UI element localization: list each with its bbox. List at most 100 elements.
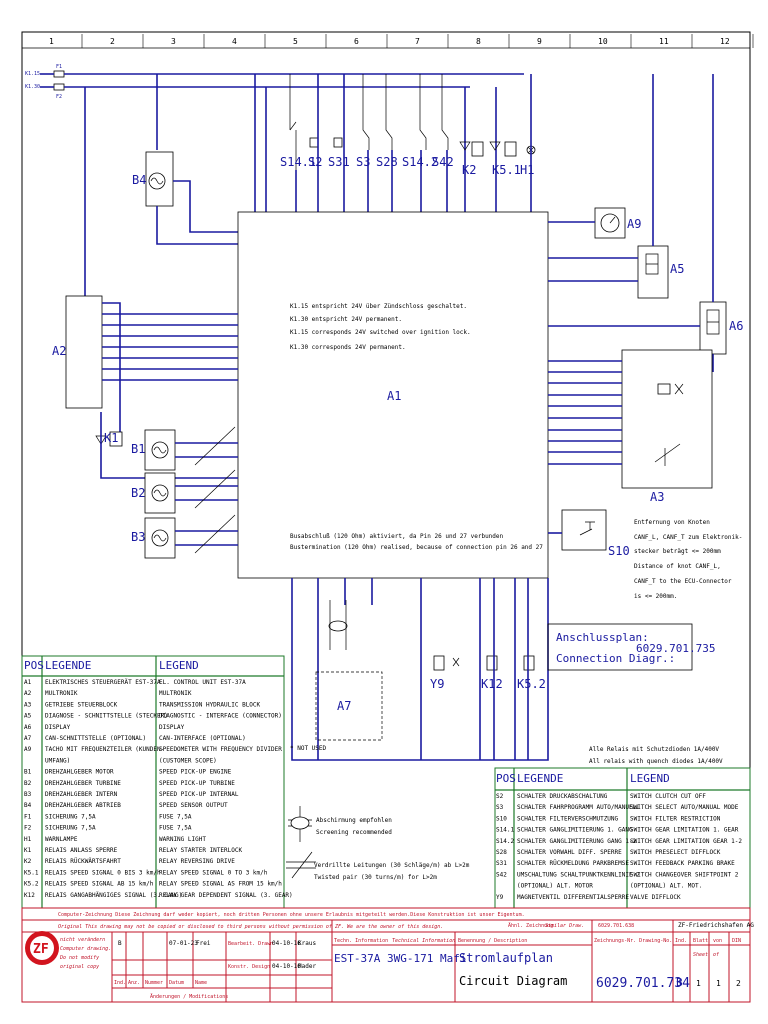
switch-s42-label: S42 [432, 155, 454, 169]
legend-de: SICHERUNG 7,5A [45, 825, 96, 832]
tb-red-5: Do not modify [59, 955, 99, 961]
valve-y9: Y9 [420, 578, 460, 760]
note-dist-de3: stecker beträgt <= 200mm [634, 548, 721, 555]
note-relays-de: Alle Relais mit Schutzdioden 1A/400V [589, 746, 719, 753]
legend-pos: S14.2 [496, 838, 514, 845]
legend-pos: A5 [24, 713, 32, 720]
legend-right-pos-header: POS [496, 772, 516, 785]
column-number: 2 [110, 37, 115, 46]
tb-rev-h-anz: Anz. [128, 980, 140, 986]
legend-de: SCHALTER GANGLIMITIERUNG 1. GANG [517, 827, 633, 834]
switch-group: S14.1 S2 S31 S3 S28 S14.2 [280, 74, 536, 212]
legend-en: RELAY STARTER INTERLOCK [159, 847, 242, 854]
column-number: 6 [354, 37, 359, 46]
rail-k130-label: K1.30 [25, 84, 40, 90]
legend-en: EL. CONTROL UNIT EST-37A [159, 679, 246, 686]
legend-pos: F2 [24, 825, 32, 832]
legend-pos: K5.1 [24, 869, 39, 876]
legend-left-de-header: LEGENDE [45, 659, 91, 672]
legend-de: RELAIS SPEED SIGNAL 0 BIS 3 km/h [45, 869, 161, 876]
legend-en: (CUSTOMER SCOPE) [159, 757, 217, 764]
fuse-f2-label: F2 [56, 94, 62, 100]
switch-s14-2-label: S14.2 [402, 155, 438, 169]
legend-pos: H1 [24, 836, 32, 843]
column-number: 10 [598, 37, 608, 46]
tb-of-no: 1 [716, 979, 721, 988]
legend-en: SPEEDOMETER WITH FREQUENCY DIVIDER [159, 746, 282, 753]
switch-s28: S28 [376, 74, 398, 212]
legend-pos: S14.1 [496, 827, 514, 834]
switch-s31: S31 [328, 74, 350, 212]
legend-de: GETRIEBE STEUERBLOCK [45, 701, 118, 708]
legend-en: RELAY REVERSING DRIVE [159, 858, 235, 865]
legend-en: SWITCH FILTER RESTRICTION [630, 815, 721, 822]
ecu-a1-box [237, 211, 549, 579]
legend-en: SPEED PICK-UP TURBINE [159, 780, 235, 787]
tb-similar: Similar Draw. [545, 923, 584, 929]
legend-right-de-header: LEGENDE [517, 772, 563, 785]
legend-en: SWITCH CLUTCH CUT OFF [630, 793, 706, 800]
k12-label: K12 [481, 677, 503, 691]
legend-en: VALVE DIFFLOCK [630, 894, 681, 901]
note-bus-de: Busabschluß (120 Ohm) aktiviert, da Pin … [290, 533, 504, 540]
tb-red-3: nicht verändern [60, 937, 105, 943]
legend-pos: S10 [496, 815, 507, 822]
legend-de: SCHALTER VORWAHL DIFF. SPERRE [517, 849, 622, 856]
legend-en: DIAGNOSTIC - INTERFACE (CONNECTOR) [159, 713, 282, 720]
a9-label: A9 [627, 217, 641, 231]
tb-red-1: Computer-Zeichnung Diese Zeichnung darf … [58, 912, 525, 918]
legend-pos: B1 [24, 769, 32, 776]
legend-de: SCHALTER GANGLIMITIERUNG GANG 1-2 [517, 838, 637, 845]
tb-product: EST-37A 3WG-171 Mafi [334, 952, 466, 965]
a3-label: A3 [650, 490, 664, 504]
filter-switch-s10: S10 [548, 509, 630, 558]
tb-benennung: Benennung / Description [458, 938, 527, 944]
legend-de: CAN-SCHNITTSTELLE (OPTIONAL) [45, 735, 146, 742]
relay-k1: K1 [95, 412, 238, 479]
display-a6: A6 [548, 74, 743, 372]
tb-red-4: Computer drawing. [60, 946, 111, 952]
ecu-bottom-outputs: A7 * NOT USED Y9 K12 K5.2 [290, 578, 549, 761]
sensor-b3-label: B3 [131, 530, 145, 544]
legend-en: SWITCH FEEDBACK PARKING BRAKE [630, 860, 735, 867]
legend-en: RELAY GEAR DEPENDENT SIGNAL (3. GEAR) [159, 892, 293, 899]
switch-s3: S3 [356, 74, 370, 212]
switch-s31-label: S31 [328, 155, 350, 169]
relay-k5-1: K5.1 [489, 87, 521, 212]
column-number: 11 [659, 37, 669, 46]
rail-k115-label: K1.15 [25, 71, 40, 77]
column-number: 9 [537, 37, 542, 46]
legend-en: SWITCH SELECT AUTO/MANUAL MODE [630, 804, 739, 811]
speedometer-a9: A9 [548, 207, 641, 239]
note-dist-en2: CANF_T to the ECU-Connector [634, 578, 732, 585]
legend-pos: S2 [496, 793, 504, 800]
legend-pos: A6 [24, 724, 32, 731]
ecu-a1-label: A1 [387, 389, 401, 403]
tb-techn: Techn. Information [334, 938, 388, 944]
legend-de: SCHALTER FILTERVERSCHMUTZUNG [517, 815, 619, 822]
tb-company: ZF-Friedrichshafen AG [678, 922, 754, 929]
column-number: 5 [293, 37, 298, 46]
diagnostic-a5: A5 [548, 74, 684, 299]
title-block: Computer-Zeichnung Diese Zeichnung darf … [21, 907, 754, 1003]
legend-de: DREHZAHLGEBER MOTOR [45, 769, 114, 776]
legend-en: RELAY SPEED SIGNAL AS FROM 15 km/h [159, 881, 282, 888]
legend-en: DISPLAY [159, 724, 185, 731]
fuse-f2 [53, 83, 65, 91]
legend-de: DREHZAHLGEBER ABTRIEB [45, 802, 121, 809]
tb-similar-no: 6029.701.638 [598, 923, 634, 929]
legend-de: DREHZAHLGEBER TURBINE [45, 780, 121, 787]
lamp-h1-label: H1 [520, 163, 534, 177]
tb-sheet: Sheet [693, 952, 708, 958]
legend-de: RELAIS RÜCKWÄRTSFAHRT [45, 858, 121, 865]
rail-drops [84, 74, 267, 296]
zf-logo: ZF [25, 931, 59, 965]
svg-text:ZF: ZF [33, 942, 49, 957]
tb-din: DIN [732, 938, 741, 944]
legend-pos: A3 [24, 701, 32, 708]
legend-de: RELAIS SPEED SIGNAL AB 15 km/h [45, 881, 154, 888]
column-number: 3 [171, 37, 176, 46]
legend-de: RELAIS ANLASS SPERRE [45, 847, 118, 854]
legend-de: SCHALTER DRUCKABSCHALTUNG [517, 793, 608, 800]
tb-ind: Ind. [675, 938, 687, 944]
